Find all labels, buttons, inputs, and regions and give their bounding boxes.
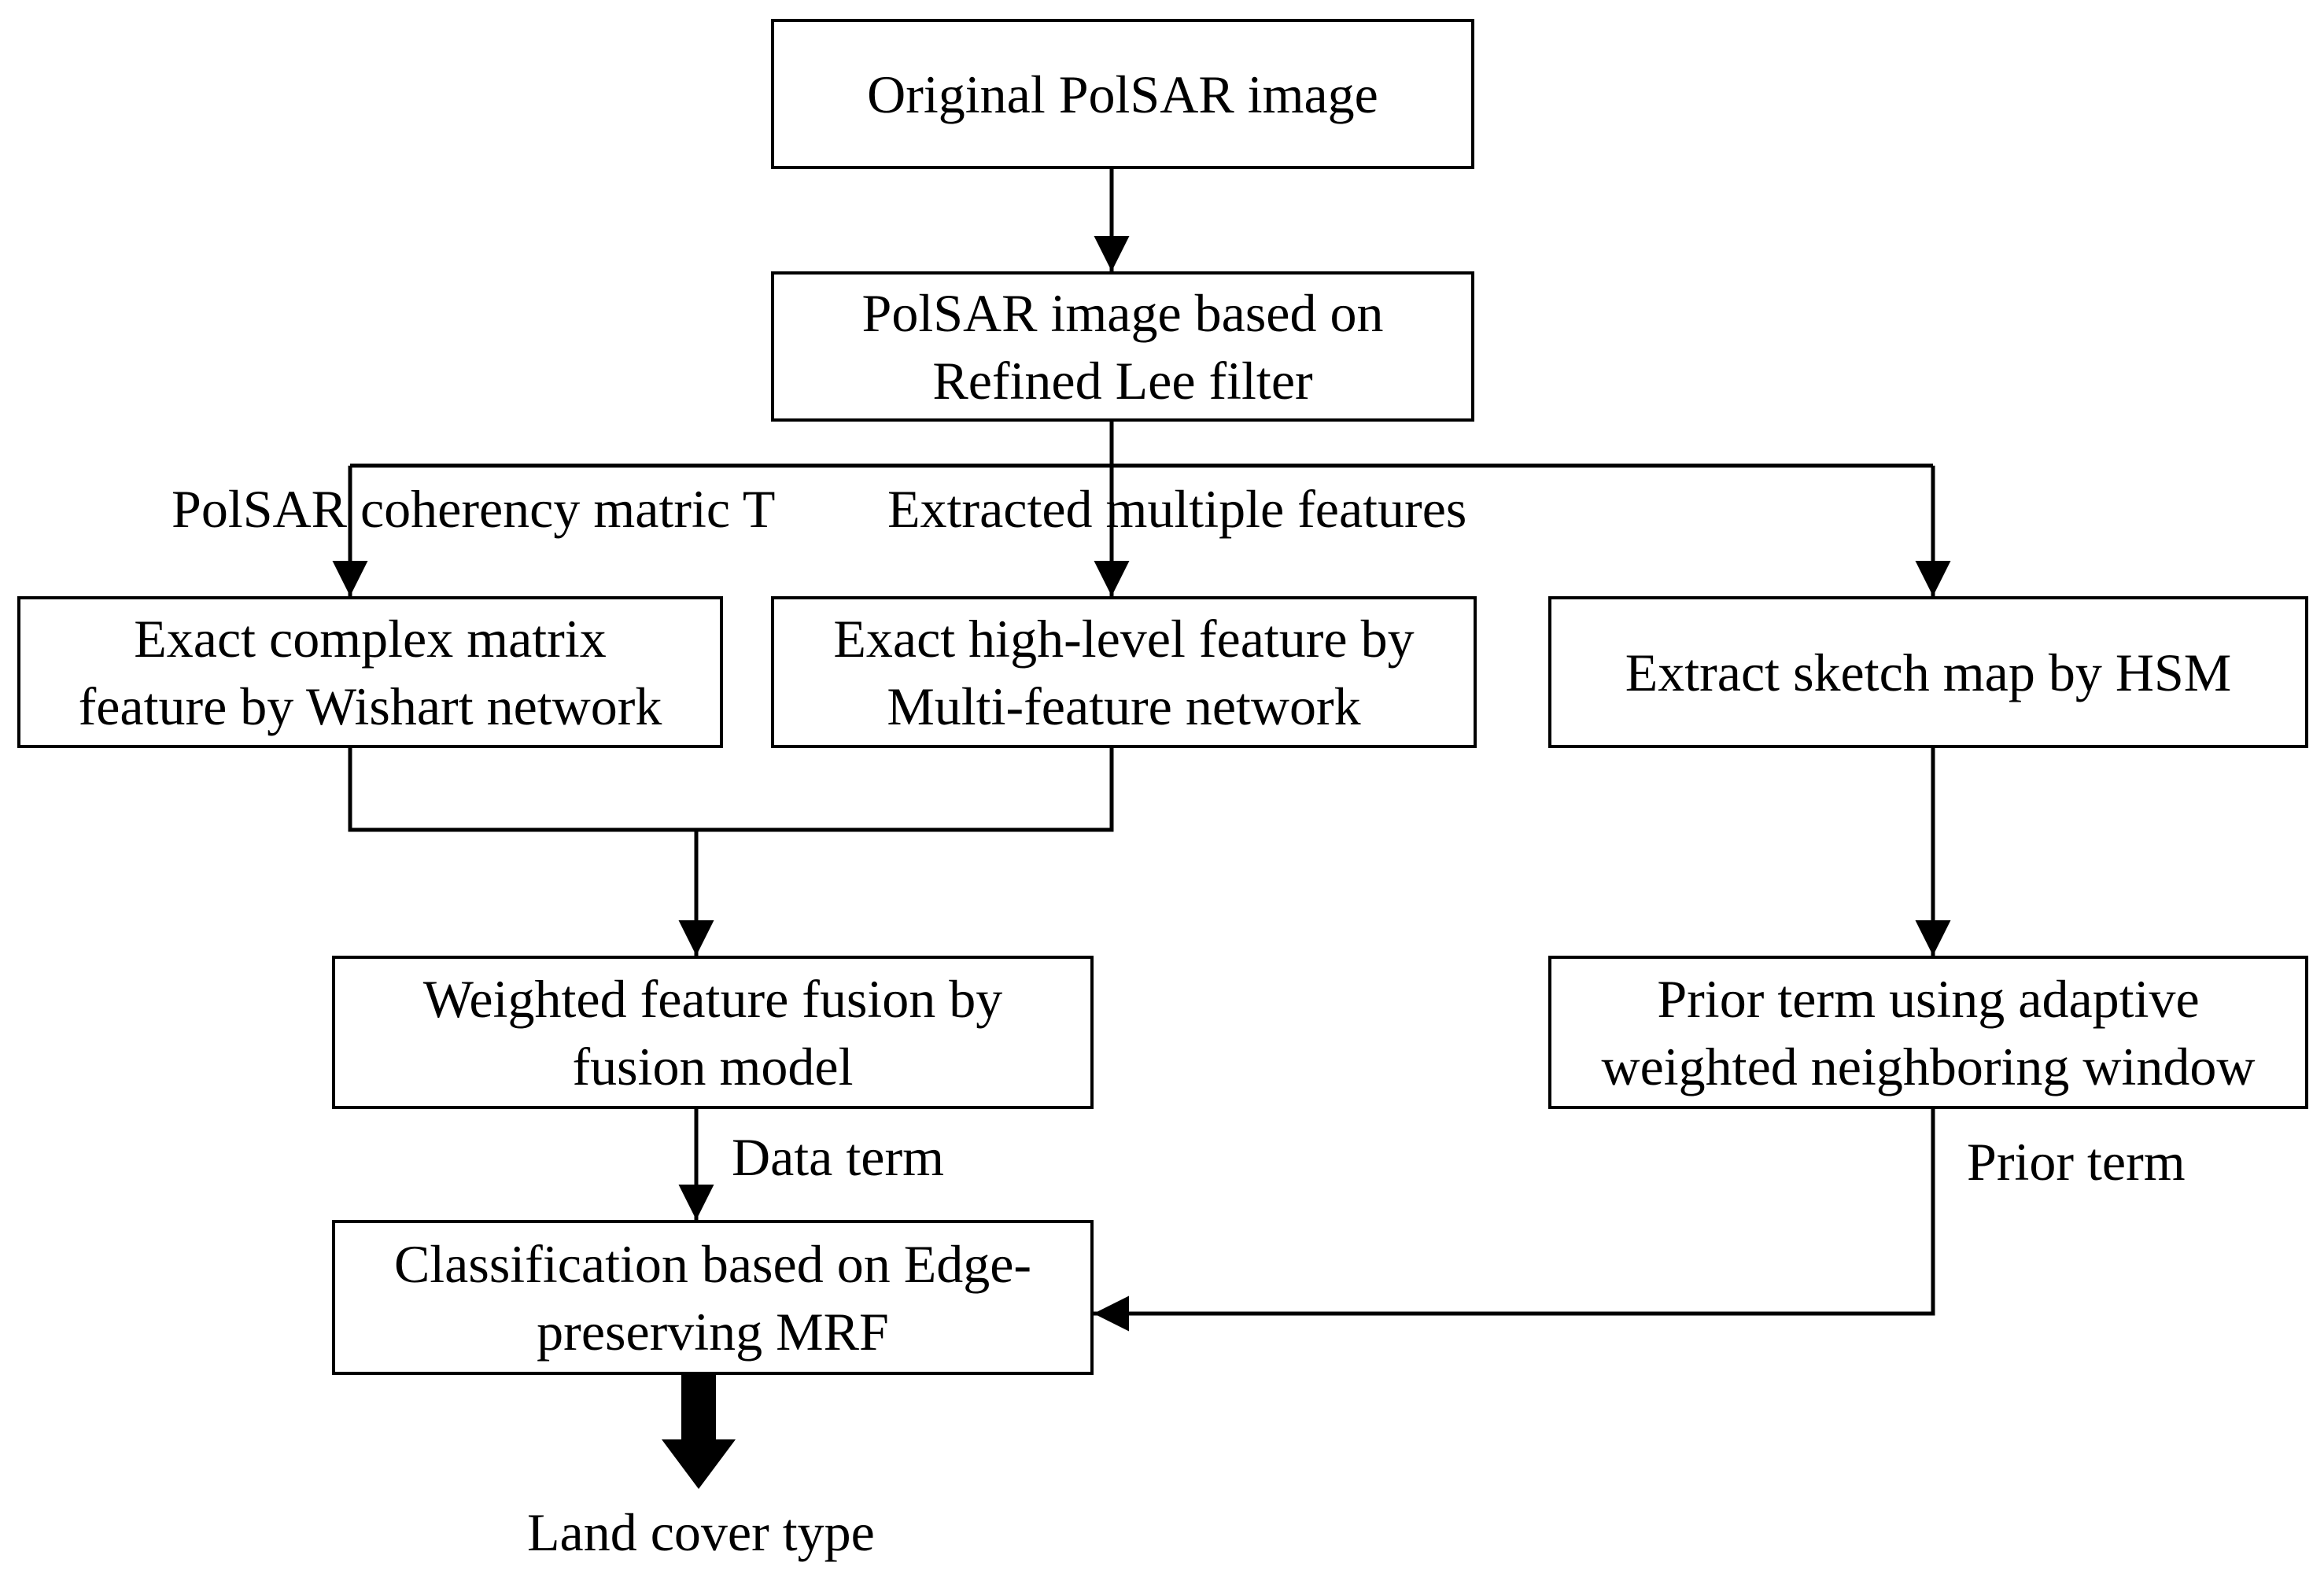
label-prior-term: Prior term [1967,1132,2186,1192]
node-text-line: Exact high-level feature by [833,608,1415,669]
node-edge-preserving-mrf: Classification based on Edge-preserving … [332,1220,1094,1375]
node-prior-term: Prior term using adaptive weighted neighb… [1548,956,2308,1109]
node-text-line: preserving MRF [537,1301,889,1362]
node-multifeature-network: Exact high-level feature by Multi-feature… [771,596,1477,748]
node-original-image: Original PolSAR image [771,19,1474,169]
label-data-term: Data term [732,1127,944,1187]
node-text-line: fusion model [572,1036,854,1096]
node-text-line: Refined Lee filter [932,350,1313,411]
node-text-line: Exact complex matrix [134,608,607,669]
edge-features-merge [348,748,1114,832]
label-land-cover-type: Land cover type [527,1502,875,1562]
node-text-line: Original PolSAR image [867,64,1378,124]
output-arrow [662,1375,736,1489]
node-text-line: Prior term using adaptive [1657,968,2200,1029]
node-refined-lee-filter: PolSAR image based on Refined Lee filter [771,271,1474,422]
node-text-line: Classification based on Edge- [393,1233,1032,1294]
node-feature-fusion: Weighted feature fusion by fusion model [332,956,1094,1109]
node-text-line: feature by Wishart network [78,676,662,736]
node-text-line: weighted neighboring window [1601,1036,2256,1096]
node-text-line: Extract sketch map by HSM [1625,642,2232,702]
label-coherency-matrix: PolSAR coherency matric T [172,479,776,539]
node-text-line: Weighted feature fusion by [422,968,1003,1029]
node-wishart-network: Exact complex matrix feature by Wishart n… [17,596,723,748]
edge-prior-to-classification [1094,1109,1935,1332]
node-sketch-map: Extract sketch map by HSM [1548,596,2308,748]
node-text-line: PolSAR image based on [861,282,1384,343]
label-multiple-features: Extracted multiple features [887,479,1467,539]
node-text-line: Multi-feature network [887,676,1361,736]
